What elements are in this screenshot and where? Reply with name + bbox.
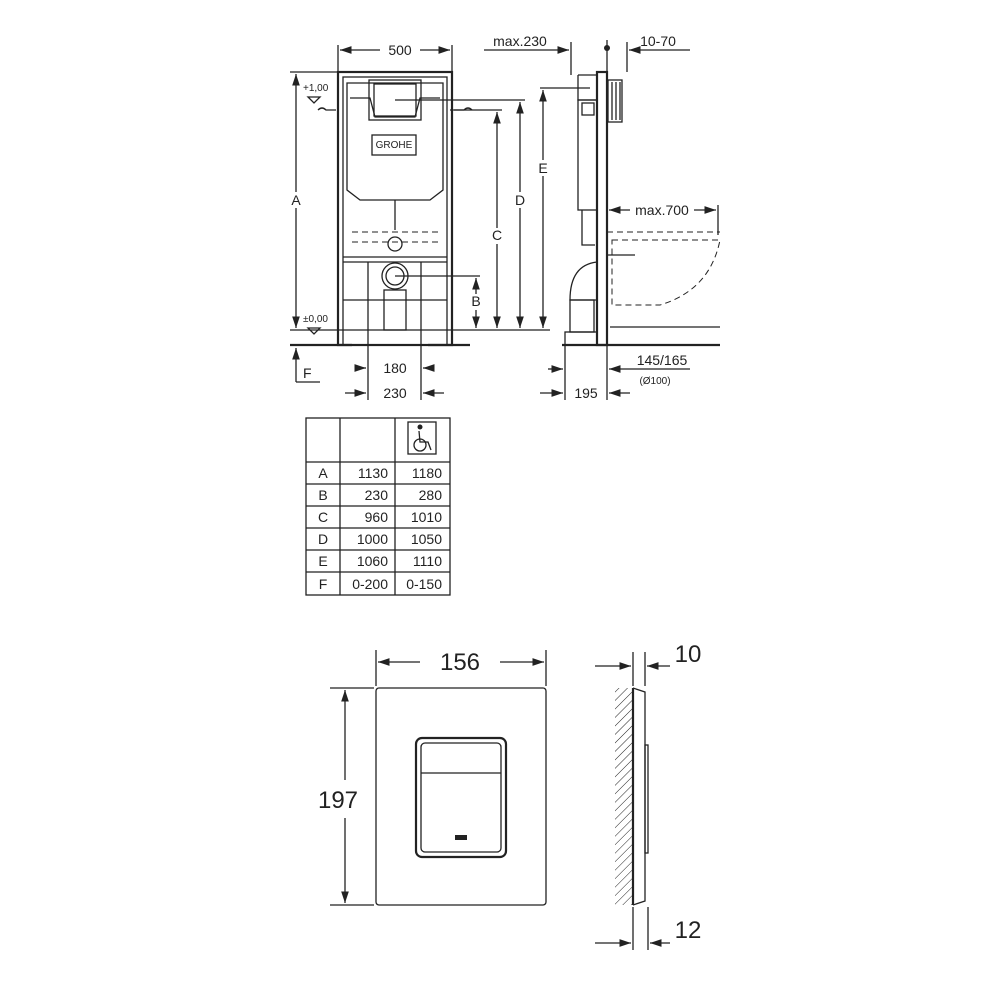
dim-a-label: A: [291, 192, 301, 208]
dim-180-label: 180: [383, 360, 407, 376]
side-view: E max.230 10-70 max.700 145/165 (Ø100) 1…: [484, 33, 721, 401]
level-top-label: +1,00: [303, 83, 329, 94]
table-value: 960: [365, 509, 389, 525]
range-10-70-label: 10-70: [640, 33, 676, 49]
table-value: 1000: [357, 531, 388, 547]
flush-plate-front: 156 197: [318, 649, 547, 906]
max-700-label: max.700: [635, 202, 689, 218]
table-value: 1060: [357, 553, 388, 569]
table-value: 1050: [411, 531, 442, 547]
brand-logo-text: GROHE: [376, 140, 413, 151]
dim-145-165-label: 145/165: [637, 352, 688, 368]
table-key: C: [318, 509, 328, 525]
table-value: 0-150: [406, 576, 442, 592]
dim-195-label: 195: [574, 385, 598, 401]
dim-c-label: C: [492, 227, 502, 243]
wheelchair-icon: [407, 421, 437, 455]
plate-width-label: 156: [440, 649, 480, 676]
width-500-label: 500: [388, 42, 412, 58]
table-value: 1110: [413, 553, 442, 569]
table-key: B: [318, 487, 327, 503]
plate-depth-bottom-label: 12: [675, 917, 702, 944]
grohe-logo: [371, 134, 417, 156]
dim-e-label: E: [538, 160, 547, 176]
table-value: 0-200: [352, 576, 388, 592]
table-key: A: [318, 465, 328, 481]
table-value: 1130: [358, 465, 388, 481]
front-view: GROHE +1,00 ±0,00 A 500 B: [289, 42, 550, 401]
table-key: E: [318, 553, 327, 569]
dimension-table: A 1130 1180 B 230 280 C 960 1010 D 1000 …: [305, 417, 451, 596]
table-value: 280: [419, 487, 443, 503]
plate-depth-top-label: 10: [675, 641, 702, 668]
dim-b-label: B: [471, 293, 480, 309]
flush-plate-side: 10 12: [595, 641, 701, 950]
brand-logo-icon: [455, 835, 467, 840]
level-zero-label: ±0,00: [303, 314, 328, 325]
table-key: D: [318, 531, 328, 547]
max-230-label: max.230: [493, 33, 547, 49]
table-key: F: [319, 576, 328, 592]
plate-height-label: 197: [318, 787, 358, 814]
dim-d-label: D: [515, 192, 525, 208]
table-value: 230: [365, 487, 389, 503]
pipe-diameter-label: (Ø100): [639, 376, 670, 387]
dim-230-label: 230: [383, 385, 407, 401]
table-value: 1010: [411, 509, 442, 525]
table-value: 1180: [412, 465, 442, 481]
dim-f-label: F: [303, 365, 312, 381]
